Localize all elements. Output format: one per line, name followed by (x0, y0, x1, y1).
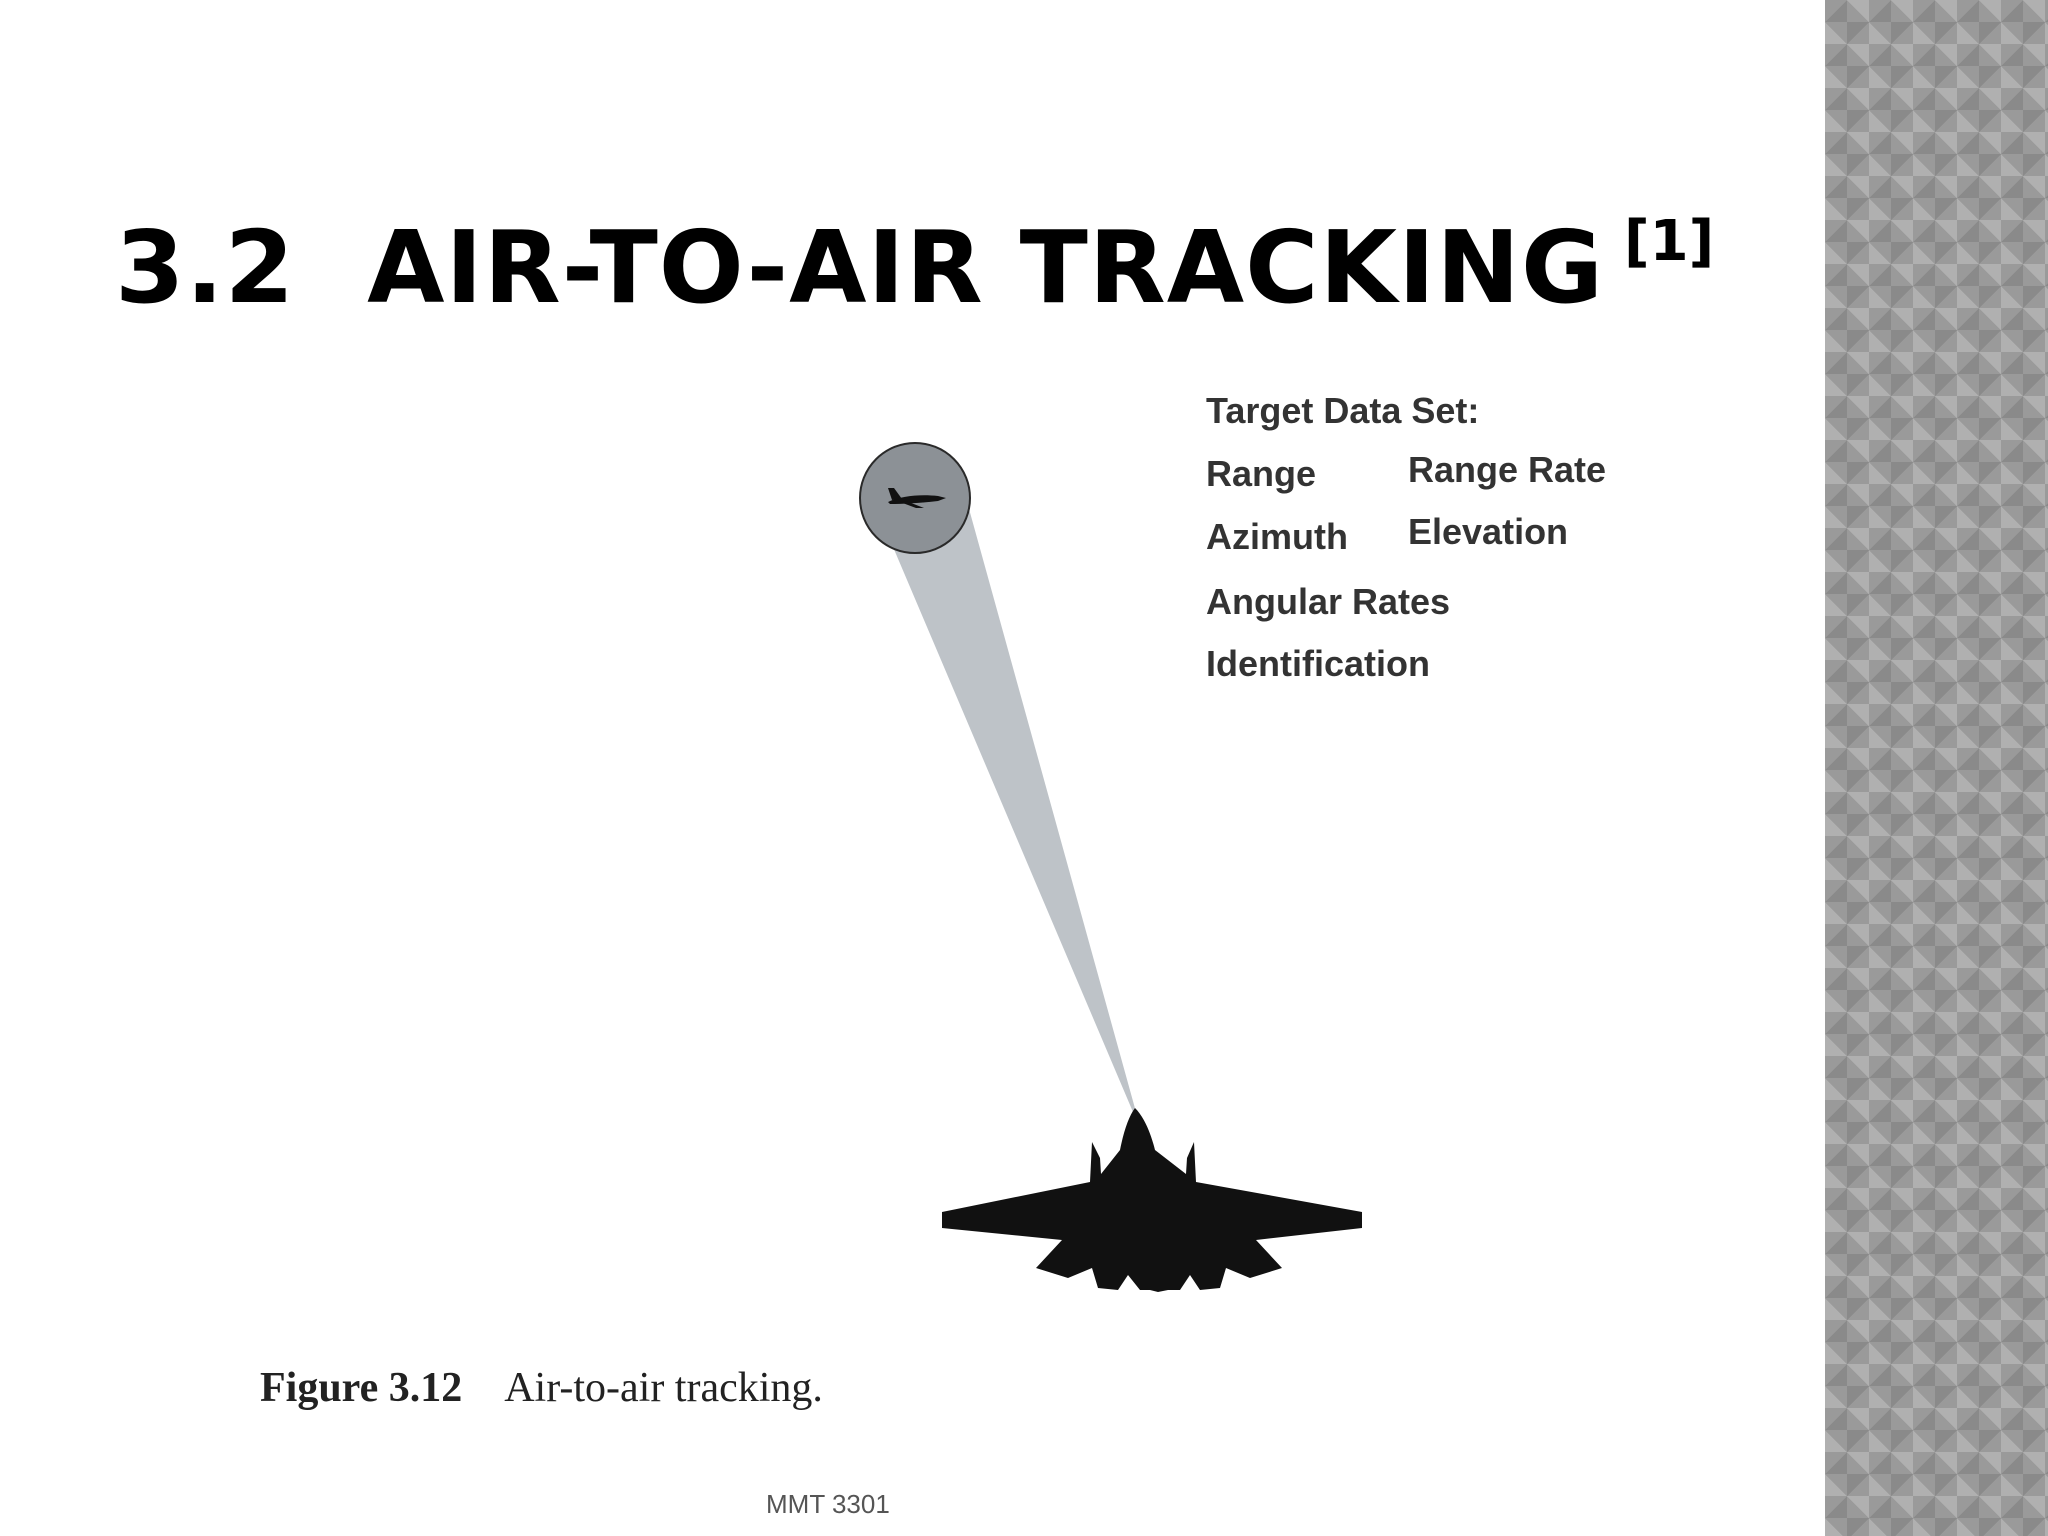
target-aircraft-icon (888, 488, 946, 508)
fighter-jet-icon (942, 1108, 1362, 1292)
air-tracking-figure (859, 442, 1362, 1292)
figure-caption-label: Figure 3.12 (260, 1365, 463, 1411)
target-data-identification: Identification (1206, 643, 1430, 684)
target-data-range-rate: Range Rate (1408, 449, 1607, 490)
target-data-azimuth: Azimuth (1206, 516, 1348, 557)
target-data-heading: Target Data Set: (1206, 390, 1480, 431)
figure-caption-text: Air-to-air tracking. (504, 1365, 823, 1411)
title-reference: [1] (1624, 209, 1715, 274)
figure-caption: Figure 3.12 Air-to-air tracking. (260, 1367, 823, 1409)
target-data-angular-rates: Angular Rates (1206, 581, 1451, 622)
target-data-elevation: Elevation (1408, 511, 1569, 552)
title-number: 3.2 (115, 209, 296, 326)
title-text: AIR-TO-AIR TRACKING (367, 209, 1605, 326)
decorative-side-panel (1825, 0, 2048, 1536)
radar-beam (879, 498, 1136, 1112)
target-data-range: Range (1206, 453, 1317, 494)
slide-footer: MMT 3301 (766, 1489, 890, 1519)
